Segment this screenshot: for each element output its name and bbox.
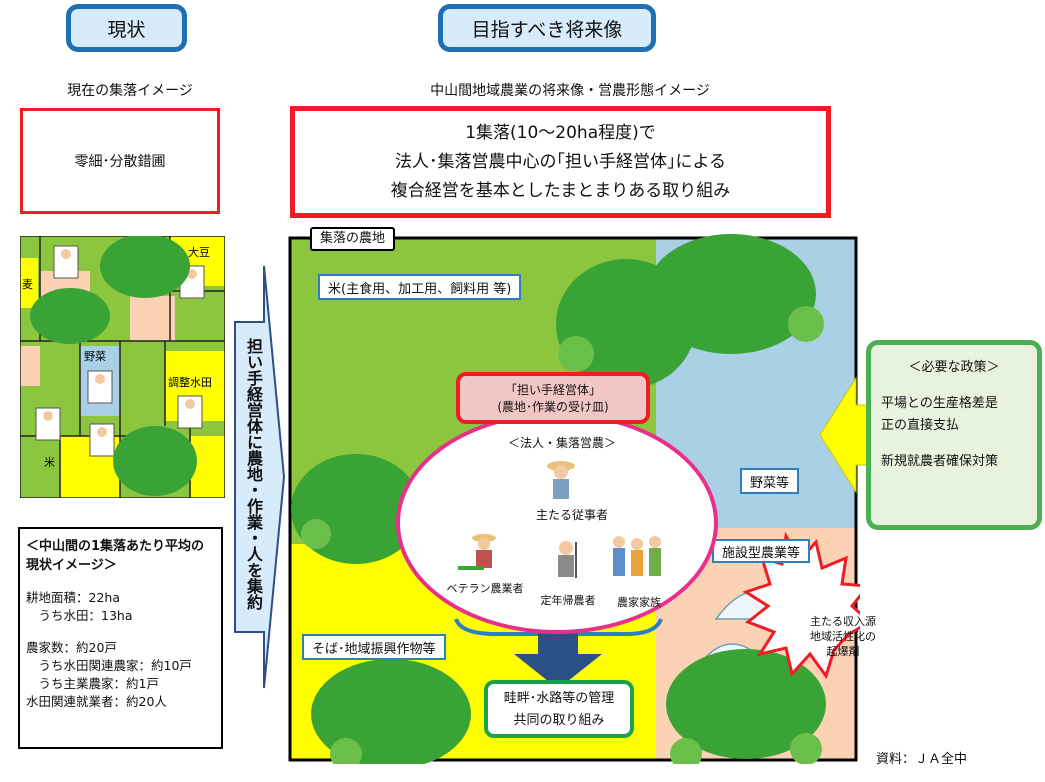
main-worker-icon: [541, 456, 581, 502]
management-box: 畦畔･水路等の管理 共同の取り組み: [484, 680, 634, 738]
policy-line3: 新規就農者確保対策: [881, 454, 999, 469]
entity-title: ｢担い手経営体｣: [510, 383, 595, 397]
wheat-field: [20, 258, 38, 308]
entity-box: ｢担い手経営体｣ (農地･作業の受け皿): [456, 372, 650, 424]
veteran-label: ベテラン農業者: [446, 582, 524, 595]
stats-line: 水田関連就業者：約20人: [26, 694, 167, 709]
future-vision-subtitle: 中山間地域農業の将来像・営農形態イメージ: [430, 83, 710, 99]
starburst-line: 地域活性化の: [810, 630, 876, 643]
farmland-title: 集落の農地: [310, 227, 396, 251]
headline-line: 1集落(10～20ha程度)で: [465, 122, 656, 143]
policy-title: ＜必要な政策＞: [908, 360, 1000, 375]
family-label: 農家家族: [617, 596, 661, 609]
source-note: 資料：ＪＡ全中: [876, 752, 968, 767]
headline-line: 複合経営を基本としたまとまりある取り組み: [390, 180, 731, 201]
greenhouse-label: 施設型農業等: [712, 539, 811, 563]
starburst-line: 主たる収入源: [810, 615, 876, 628]
main-worker-label: 主たる従事者: [535, 508, 608, 522]
entity-subtitle: (農地･作業の受け皿): [497, 400, 609, 414]
consolidation-arrow: [234, 265, 286, 689]
farm-border: [288, 236, 858, 762]
field-peach-3: [130, 296, 175, 341]
returnee-icon: [546, 538, 586, 580]
stats-line: [26, 625, 215, 639]
policy-line1: 平場との生産格差是: [881, 396, 998, 411]
village-farmland-diagram: [288, 234, 860, 764]
down-arrow: [514, 632, 602, 689]
rice-label: 米(主食用、加工用、飼料用 等): [318, 274, 522, 300]
bushes: [301, 306, 824, 764]
veteran-icon: [456, 530, 506, 574]
map-label-soybean: 大豆: [188, 245, 210, 259]
vegetable-label: 野菜等: [740, 468, 800, 494]
stats-line: うち水田関連農家：約10戸: [26, 658, 192, 673]
future-vision-label: 目指すべき将来像: [471, 18, 623, 41]
headline-line: 法人･集落営農中心の｢担い手経営体｣による: [395, 151, 726, 172]
stats-line: うち水田：13ha: [26, 608, 133, 623]
stats-line: 耕地面積：22ha: [26, 590, 120, 605]
map-label-vegetable: 野菜: [84, 350, 106, 363]
management-line: 畦畔･水路等の管理: [503, 691, 615, 706]
fragmented-box: 零細･分散錯圃: [20, 108, 220, 214]
consolidation-arrow-text: 担い手経営体に農地・作業・人を集約: [244, 338, 263, 610]
circle-title: ＜法人・集落営農＞: [507, 436, 616, 450]
current-village-map: 大豆 麦 野菜 調整水田 米: [20, 236, 225, 498]
current-stats-box: ＜中山間の1集落あたり平均の現状イメージ＞ 耕地面積：22ha うち水田：13h…: [18, 527, 223, 749]
starburst-line: 起爆剤: [826, 645, 860, 658]
stats-title: ＜中山間の1集落あたり平均の現状イメージ＞: [26, 539, 205, 573]
returnee-label: 定年帰農者: [540, 594, 596, 607]
fragmented-text: 零細･分散錯圃: [74, 154, 166, 170]
field-peach-2: [20, 346, 40, 386]
stats-lines: 耕地面積：22ha うち水田：13ha 農家数：約20戸 うち水田関連農家：約1…: [26, 589, 215, 711]
map-label-rice: 米: [44, 456, 55, 469]
map-label-wheat: 麦: [22, 278, 33, 291]
status-quo-label: 現状: [107, 18, 146, 41]
future-vision-pill: 目指すべき将来像: [438, 4, 656, 52]
corporate-farming-circle: [396, 412, 718, 634]
family-icon: [607, 532, 669, 584]
policy-arrow: [819, 376, 876, 494]
current-village-subtitle: 現在の集落イメージ: [67, 83, 193, 99]
starburst-text: 主たる収入源 地域活性化の 起爆剤: [793, 614, 893, 659]
map-label-adjust-paddy: 調整水田: [168, 375, 212, 389]
stats-line: 農家数：約20戸: [26, 640, 117, 655]
starburst: [742, 531, 860, 680]
policy-box: ＜必要な政策＞ 平場との生産格差是 正の直接支払 新規就農者確保対策: [866, 340, 1042, 530]
soba-label: そば･地域振興作物等: [302, 634, 446, 660]
headline-box: 1集落(10～20ha程度)で 法人･集落営農中心の｢担い手経営体｣による 複合…: [290, 106, 831, 218]
map-hills: [30, 236, 197, 496]
policy-line2: 正の直接支払: [881, 418, 960, 433]
management-line: 共同の取り組み: [513, 713, 605, 728]
stats-line: うち主業農家：約1戸: [26, 676, 159, 691]
status-quo-pill: 現状: [66, 4, 187, 52]
